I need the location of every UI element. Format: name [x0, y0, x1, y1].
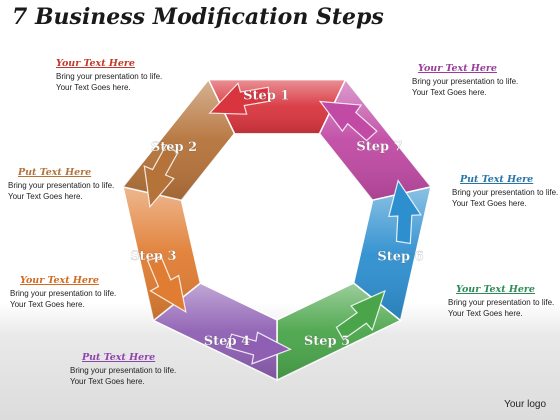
- cycle-labels: Step 1 Step 7 Step 6 Step 5 Step 4 Step 3 Step…: [130, 88, 424, 349]
- step-label-3: Step 3: [130, 249, 176, 264]
- step-arrow-7: [318, 100, 378, 142]
- step-arrow-2: [143, 143, 179, 209]
- step-arrow-1: [208, 82, 270, 115]
- step-arrow-3: [146, 255, 187, 314]
- page-title: 7 Business Modification Steps: [12, 4, 384, 30]
- step-label-4: Step 4: [204, 334, 250, 349]
- callout-top-right: Your Text Here Bring your presentation t…: [412, 63, 532, 98]
- step-arrow-6: [388, 179, 422, 245]
- step-arrow-5: [335, 289, 386, 341]
- callout-body: Bring your presentation to life. Your Te…: [56, 72, 163, 92]
- callout-heading: Your Text Here: [456, 284, 535, 295]
- logo-text: Your logo: [504, 399, 546, 410]
- callout-mid-left-1: Put Text Here Bring your presentation to…: [8, 167, 128, 202]
- step-arrow-4: [225, 331, 292, 365]
- callout-bottom-left: Put Text Here Bring your presentation to…: [70, 352, 190, 387]
- step-label-1: Step 1: [243, 88, 289, 103]
- step-label-2: Step 2: [151, 140, 197, 155]
- callout-body: Bring your presentation to life. Your Te…: [448, 298, 555, 318]
- callout-mid-right-2: Your Text Here Bring your presentation t…: [448, 284, 560, 319]
- callout-heading: Your Text Here: [56, 58, 135, 69]
- step-label-7: Step 7: [356, 139, 402, 154]
- step-label-6: Step 6: [377, 250, 423, 265]
- cycle-arrows: [143, 82, 422, 365]
- callout-heading: Your Text Here: [20, 275, 99, 286]
- callout-heading: Put Text Here: [460, 174, 534, 185]
- callout-body: Bring your presentation to life. Your Te…: [8, 181, 115, 201]
- callout-body: Bring your presentation to life. Your Te…: [412, 77, 519, 97]
- callout-heading: Put Text Here: [18, 167, 92, 178]
- callout-body: Bring your presentation to life. Your Te…: [10, 289, 117, 309]
- callout-body: Bring your presentation to life. Your Te…: [452, 188, 559, 208]
- cycle-segments: [121, 78, 433, 382]
- callout-heading: Put Text Here: [82, 352, 156, 363]
- callout-mid-left-2: Your Text Here Bring your presentation t…: [10, 275, 130, 310]
- callout-body: Bring your presentation to life. Your Te…: [70, 366, 177, 386]
- callout-top-left: Your Text Here Bring your presentation t…: [56, 58, 176, 93]
- step-label-5: Step 5: [304, 334, 350, 349]
- callout-mid-right-1: Put Text Here Bring your presentation to…: [452, 174, 560, 209]
- callout-heading: Your Text Here: [418, 63, 497, 74]
